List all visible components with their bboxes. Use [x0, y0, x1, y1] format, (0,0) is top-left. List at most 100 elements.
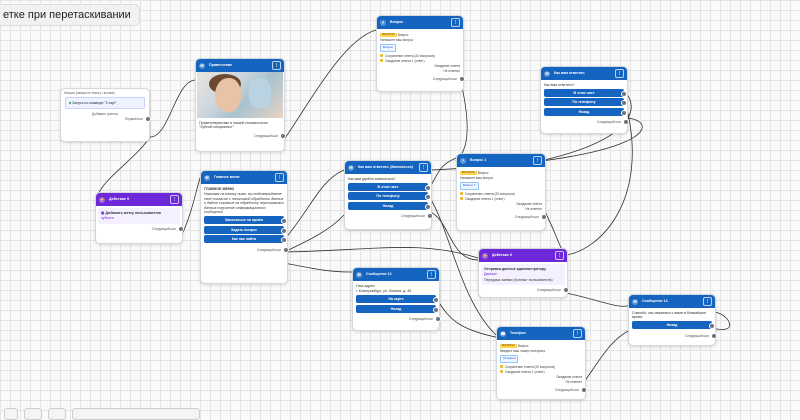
welcome-node[interactable]: ✉Приветствие⋮ Приветствуем вас в нашей с… [195, 58, 286, 152]
question-node[interactable]: ?Вопрос 1⋮ ВОПРОС Вопрос Напишите ваш во… [456, 153, 547, 231]
edge [565, 292, 631, 307]
main-menu-node[interactable]: ✉Главное меню⋮ ГЛАВНОЕ МЕНЮ Нажимая на к… [200, 170, 289, 284]
node-title: Главное меню [214, 175, 240, 180]
user-tag-icon: ▣ [101, 211, 105, 215]
question-option: Ожидание ответа 1 (ответ) [385, 58, 425, 63]
node-menu-icon[interactable]: ⋮ [533, 156, 542, 165]
output-port[interactable] [425, 203, 431, 210]
node-menu-icon[interactable]: ⋮ [419, 163, 428, 172]
start-next: Первый шаг [61, 116, 151, 123]
start-trigger[interactable]: ■ Запуск по команде "Старт" [65, 97, 145, 110]
contact-button[interactable]: По телефону [348, 192, 431, 201]
question-out: Не ответил [525, 206, 542, 211]
welcome-next: Следующий шаг [196, 132, 286, 140]
output-port[interactable] [281, 218, 287, 225]
node-menu-icon[interactable]: ⋮ [451, 18, 460, 27]
output-port[interactable] [178, 225, 184, 232]
message-icon: ✉ [199, 62, 205, 69]
action-sub: Передача заявки (Контакт пользователя) [484, 277, 553, 282]
message-button-label: Назад [666, 323, 678, 328]
contact-button-label: В этом чате [377, 184, 399, 189]
output-port[interactable] [541, 213, 547, 220]
message-text: Спасибо, мы свяжемся с вами в ближайшее … [632, 311, 707, 320]
contact-button[interactable]: В этом чате [544, 88, 627, 97]
question-node[interactable]: ?Вопрос⋮ ВОПРОС Вопрос Напишите ваш вопр… [376, 15, 465, 92]
question-option: Ожидание ответа 1 (ответ) [465, 196, 505, 201]
menu-heading: ГЛАВНОЕ МЕНЮ [204, 187, 235, 191]
node-menu-icon[interactable]: ⋮ [573, 329, 582, 338]
output-port[interactable] [433, 306, 439, 313]
contact-next: Следующий шаг [345, 213, 433, 220]
zoom-out-button[interactable] [24, 408, 42, 420]
node-title: Как вам ответить [554, 71, 585, 76]
output-port[interactable] [145, 116, 151, 123]
node-menu-icon[interactable]: ⋮ [427, 270, 436, 279]
output-port[interactable] [621, 100, 627, 107]
output-port[interactable] [425, 194, 431, 201]
message-button[interactable]: Назад [632, 321, 715, 330]
edge [279, 29, 377, 146]
contact-button-label: По телефону [572, 100, 596, 105]
contact-node[interactable]: ✉Как вам ответить (Записаться)⋮ Как вам … [344, 160, 433, 230]
question-out: Ожидание ответа [434, 63, 460, 68]
phone-next: Следующий шаг [497, 386, 587, 394]
question-icon: ? [380, 19, 386, 26]
node-menu-icon[interactable]: ⋮ [555, 251, 564, 260]
node-menu-icon[interactable]: ⋮ [703, 297, 712, 306]
start-node[interactable]: Начало (запуск по тексту / кнопке) ■ Зап… [60, 88, 151, 142]
action-node[interactable]: ⚡Действие 5⋮ ▣ Добавить метку пользовате… [95, 192, 184, 244]
message-text: Наш адрес: [356, 284, 376, 288]
toolbar-panel[interactable] [72, 408, 200, 420]
node-menu-icon[interactable]: ⋮ [170, 195, 179, 204]
node-menu-icon[interactable]: ⋮ [615, 69, 624, 78]
question-next-label: Следующий шаг [514, 214, 539, 219]
edge [711, 311, 731, 330]
output-port[interactable] [280, 132, 286, 139]
output-port[interactable] [621, 90, 627, 97]
message-button-label: На карте [388, 297, 404, 302]
output-port[interactable] [281, 227, 287, 234]
output-port[interactable] [427, 213, 433, 220]
output-port[interactable] [621, 109, 627, 116]
output-port[interactable] [459, 75, 465, 82]
node-menu-icon[interactable]: ⋮ [272, 61, 281, 70]
phone-node[interactable]: ☎Телефон⋮ ВОПРОС Вопрос Введите ваш номе… [496, 326, 587, 400]
contact-text: Как вам удобно записаться? [348, 177, 396, 181]
zoom-in-button[interactable] [4, 408, 18, 420]
action-node[interactable]: ⚡Действие 6⋮ Отправка данных администрат… [478, 248, 569, 298]
output-port[interactable] [581, 386, 587, 393]
node-title: Действие 5 [109, 197, 129, 202]
contact-button[interactable]: По телефону [544, 98, 627, 107]
contact-button[interactable]: В этом чате [348, 182, 431, 191]
question-out: Не ответил [565, 379, 582, 384]
message-icon: ✉ [632, 298, 638, 305]
output-port[interactable] [283, 246, 289, 253]
question-label: Вопрос [477, 171, 489, 175]
output-port[interactable] [711, 332, 717, 339]
message-node[interactable]: ✉Сообщение 13⋮ Спасибо, мы свяжемся с ва… [628, 294, 717, 346]
message-node[interactable]: ✉Сообщение 12⋮ Наш адрес: г. Екатеринбур… [352, 267, 441, 331]
output-port[interactable] [435, 316, 441, 323]
question-badge: ВОПРОС [500, 343, 517, 348]
output-port[interactable] [563, 287, 569, 294]
output-port[interactable] [433, 297, 439, 304]
fit-view-button[interactable] [48, 408, 66, 420]
output-port[interactable] [425, 184, 431, 191]
node-menu-icon[interactable]: ⋮ [275, 173, 284, 182]
output-port[interactable] [623, 119, 629, 126]
menu-button[interactable]: Записаться на приём [204, 216, 287, 225]
message-icon: ✉ [544, 70, 550, 77]
message-icon: ✉ [348, 164, 354, 171]
message-button[interactable]: Назад [356, 304, 439, 313]
message-button[interactable]: На карте [356, 295, 439, 304]
message-next: Следующий шаг [353, 316, 441, 323]
contact-node[interactable]: ✉Как вам ответить⋮ Как вам ответить? В э… [540, 66, 629, 134]
contact-button[interactable]: Назад [544, 107, 627, 116]
output-port[interactable] [281, 237, 287, 244]
contact-button-label: Назад [382, 203, 394, 208]
menu-button[interactable]: Задать вопрос [204, 225, 287, 234]
output-port[interactable] [709, 323, 715, 330]
add-trigger-link[interactable]: Добавить триггер [92, 112, 118, 117]
menu-button[interactable]: Как нас найти [204, 235, 287, 244]
contact-button[interactable]: Назад [348, 201, 431, 210]
